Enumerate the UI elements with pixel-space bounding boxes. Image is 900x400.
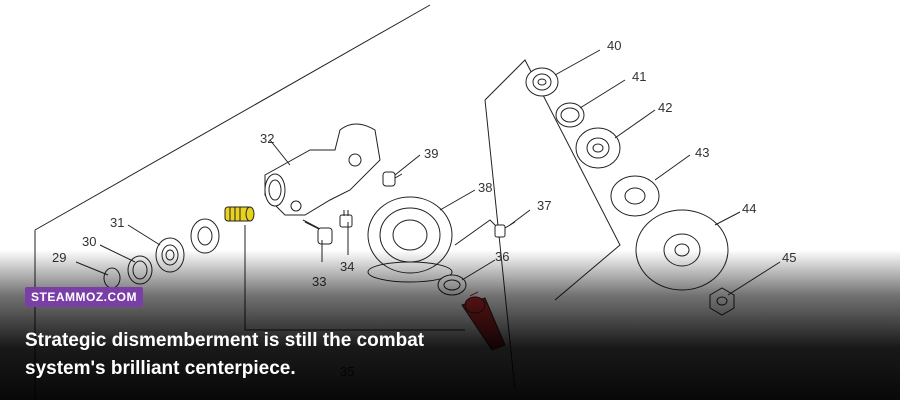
part-33-screw bbox=[302, 219, 333, 245]
assembly-bracket-mid bbox=[454, 219, 501, 246]
part-label-44: 44 bbox=[742, 201, 756, 216]
part-42-collar bbox=[575, 127, 621, 169]
image-caption: Strategic dismemberment is still the com… bbox=[25, 330, 425, 379]
part-label-32: 32 bbox=[260, 131, 274, 146]
part-40-bearing bbox=[525, 67, 559, 97]
part-label-30: 30 bbox=[82, 234, 96, 249]
part-label-39: 39 bbox=[424, 146, 438, 161]
part-label-31: 31 bbox=[110, 215, 124, 230]
part-label-43: 43 bbox=[695, 145, 709, 160]
part-label-37: 37 bbox=[537, 198, 551, 213]
part-label-38: 38 bbox=[478, 180, 492, 195]
site-badge[interactable]: STEAMMOZ.COM bbox=[25, 287, 143, 307]
part-34-screw bbox=[339, 210, 353, 228]
highlighted-yellow-bolt bbox=[224, 206, 255, 222]
spacer-bearing bbox=[190, 218, 220, 254]
part-39-bolt bbox=[382, 171, 403, 187]
part-label-42: 42 bbox=[658, 100, 672, 115]
part-41-circlip bbox=[555, 102, 585, 128]
part-43-washer bbox=[610, 175, 660, 217]
caption-gradient-overlay bbox=[0, 250, 900, 400]
part-label-40: 40 bbox=[607, 38, 621, 53]
part-32-gear-housing bbox=[264, 123, 381, 216]
part-label-41: 41 bbox=[632, 69, 646, 84]
